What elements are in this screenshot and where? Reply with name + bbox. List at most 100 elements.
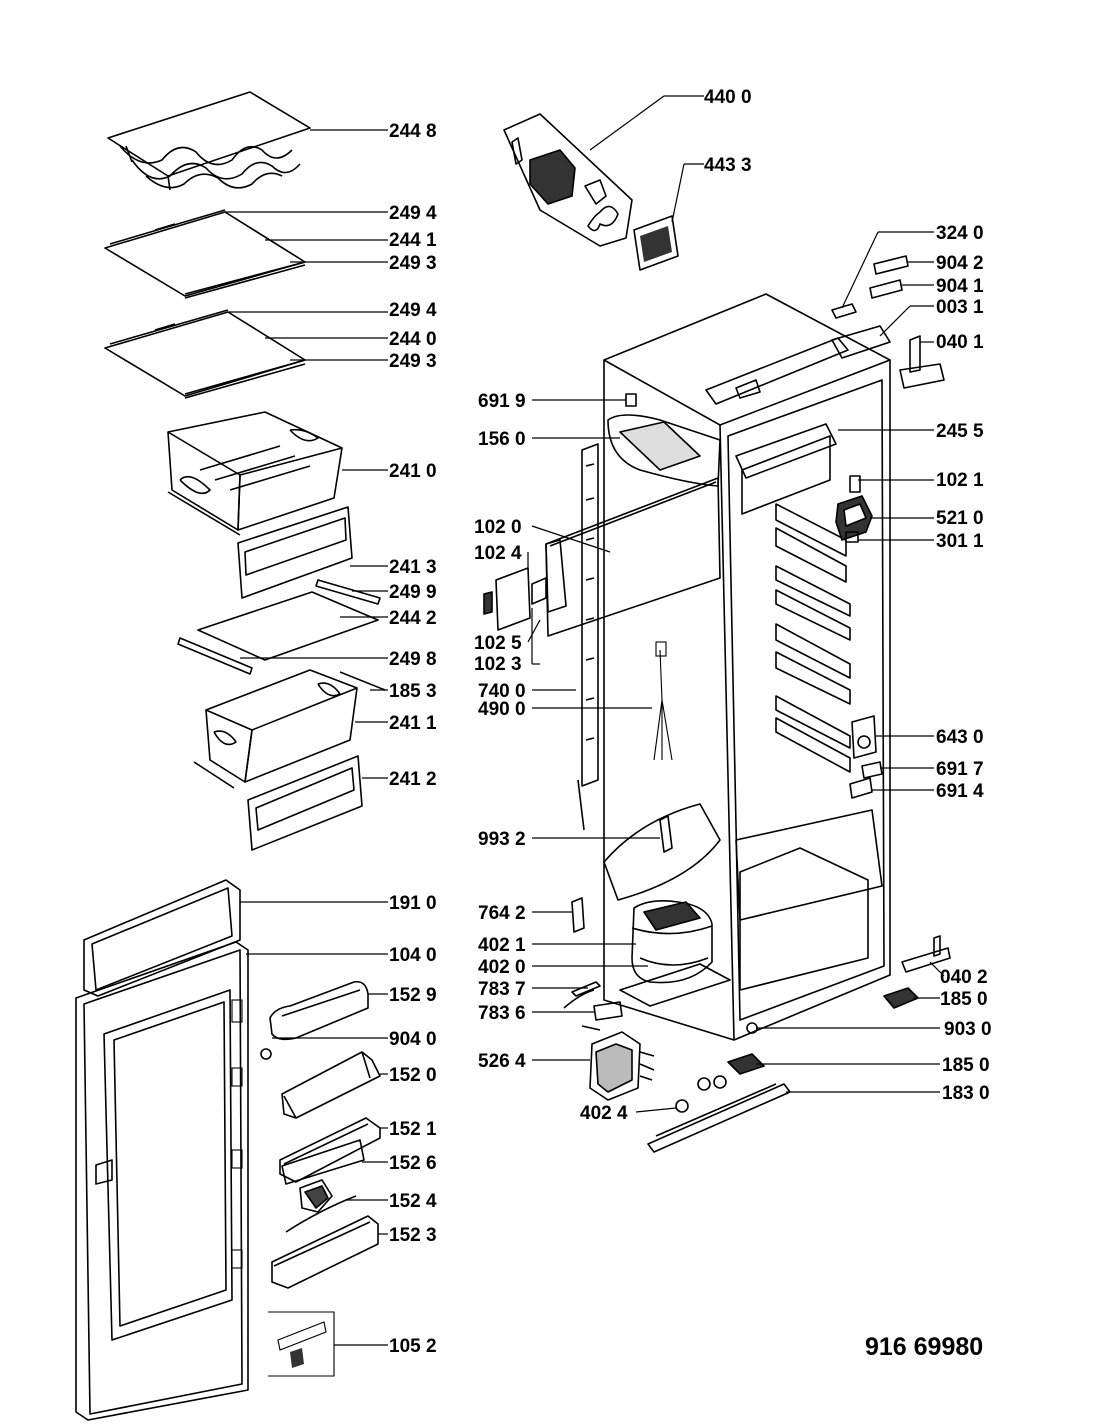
label-1910: 191 0 <box>389 893 437 914</box>
cabinet-body-part <box>603 293 891 1041</box>
thermostat-wire-part <box>653 641 673 761</box>
label-1052: 105 2 <box>389 1336 437 1357</box>
label-1850b: 185 0 <box>942 1055 990 1076</box>
label-2493b: 249 3 <box>389 351 437 372</box>
relay-parts <box>563 981 623 1021</box>
door-balcony-upper-part <box>281 1051 381 1119</box>
top-hinge-parts <box>831 255 909 359</box>
label-5264: 526 4 <box>478 1051 526 1072</box>
label-4021: 402 1 <box>478 935 526 956</box>
label-1853: 185 3 <box>389 681 437 702</box>
label-6917: 691 7 <box>936 759 984 780</box>
label-2410: 241 0 <box>389 461 437 482</box>
label-4024: 402 4 <box>580 1103 628 1124</box>
part-labels: 440 0 244 8 443 3 249 4 244 1 249 3 324 … <box>389 87 992 1357</box>
adjustable-foot-part <box>727 987 919 1075</box>
fan-assembly-part <box>503 113 633 247</box>
door-part <box>75 941 249 1421</box>
label-9042: 904 2 <box>936 253 984 274</box>
freezer-flap-part <box>483 567 547 631</box>
label-5210: 521 0 <box>936 508 984 529</box>
label-1024: 102 4 <box>474 543 522 564</box>
label-1850a: 185 0 <box>940 989 988 1010</box>
label-2441: 244 1 <box>389 230 437 251</box>
label-7837: 783 7 <box>478 979 526 1000</box>
knob-part <box>625 393 637 407</box>
label-0401: 040 1 <box>936 332 984 353</box>
label-1830: 183 0 <box>942 1083 990 1104</box>
label-9932: 993 2 <box>478 829 526 850</box>
label-1025: 102 5 <box>474 633 522 654</box>
bottle-balcony-part <box>271 1195 379 1289</box>
label-2448: 244 8 <box>389 121 437 142</box>
label-4900: 490 0 <box>478 699 526 720</box>
label-1524: 152 4 <box>389 1191 437 1212</box>
label-3011: 301 1 <box>936 531 984 552</box>
door-balcony-lower-part <box>281 1139 365 1185</box>
label-1020: 102 0 <box>474 517 522 538</box>
label-1521: 152 1 <box>389 1119 437 1140</box>
hinge-kit-part <box>268 1311 335 1377</box>
label-1560: 156 0 <box>478 429 526 450</box>
model-code: 916 69980 <box>865 1333 983 1361</box>
electrical-box-part <box>581 1025 655 1101</box>
label-0031: 003 1 <box>936 297 984 318</box>
label-0402: 040 2 <box>940 967 988 988</box>
label-2499: 249 9 <box>389 582 437 603</box>
door-gasket-part <box>83 879 241 997</box>
label-6914: 691 4 <box>936 781 984 802</box>
capillary-part <box>571 897 585 933</box>
vent-grille-part <box>633 215 679 271</box>
label-1023: 102 3 <box>474 654 522 675</box>
label-6919: 691 9 <box>478 391 526 412</box>
glass-shelf-lower-part <box>104 309 306 399</box>
label-1526: 152 6 <box>389 1153 437 1174</box>
label-7400: 740 0 <box>478 681 526 702</box>
base-rail-part <box>647 1083 791 1153</box>
compressor-feet-part <box>675 1075 727 1113</box>
bottom-bracket-part <box>901 935 951 973</box>
label-1520: 152 0 <box>389 1065 437 1086</box>
freezer-door-part <box>545 477 721 637</box>
crisper-drawer-lower-part <box>193 669 386 789</box>
crisper-front-lower-part <box>247 755 363 851</box>
label-2498: 249 8 <box>389 649 437 670</box>
label-2412: 241 2 <box>389 769 437 790</box>
label-3240: 324 0 <box>936 223 984 244</box>
label-9030: 903 0 <box>944 1019 992 1040</box>
wine-rack-part <box>107 91 311 191</box>
label-2411: 241 1 <box>389 713 437 734</box>
label-7642: 764 2 <box>478 903 526 924</box>
label-6430: 643 0 <box>936 727 984 748</box>
condenser-tube-part <box>577 443 599 831</box>
door-hinge-pins <box>231 999 243 1269</box>
label-2455: 245 5 <box>936 421 984 442</box>
label-2493a: 249 3 <box>389 253 437 274</box>
pin-part <box>260 1048 272 1060</box>
label-2442: 244 2 <box>389 608 437 629</box>
label-2413: 241 3 <box>389 557 437 578</box>
label-4400: 440 0 <box>704 87 752 108</box>
label-9041: 904 1 <box>936 276 984 297</box>
crisper-front-upper-part <box>237 506 353 599</box>
label-2494a: 249 4 <box>389 203 437 224</box>
label-7836: 783 6 <box>478 1003 526 1024</box>
compressor-part <box>619 900 731 1007</box>
dairy-compartment-part <box>269 980 369 1041</box>
crisper-drawer-upper-part <box>167 411 343 536</box>
label-2494b: 249 4 <box>389 300 437 321</box>
top-bracket-part <box>899 335 945 389</box>
screw-part <box>746 1022 758 1034</box>
crisper-cover-part <box>177 579 381 675</box>
label-2440: 244 0 <box>389 329 437 350</box>
label-1021: 102 1 <box>936 470 984 491</box>
label-1523: 152 3 <box>389 1225 437 1246</box>
label-4433: 443 3 <box>704 155 752 176</box>
flap-part <box>299 1179 333 1213</box>
label-9040: 904 0 <box>389 1029 437 1050</box>
evaporator-cover-part <box>603 803 721 901</box>
label-1040: 104 0 <box>389 945 437 966</box>
label-1529: 152 9 <box>389 985 437 1006</box>
glass-shelf-upper-part <box>104 209 306 299</box>
